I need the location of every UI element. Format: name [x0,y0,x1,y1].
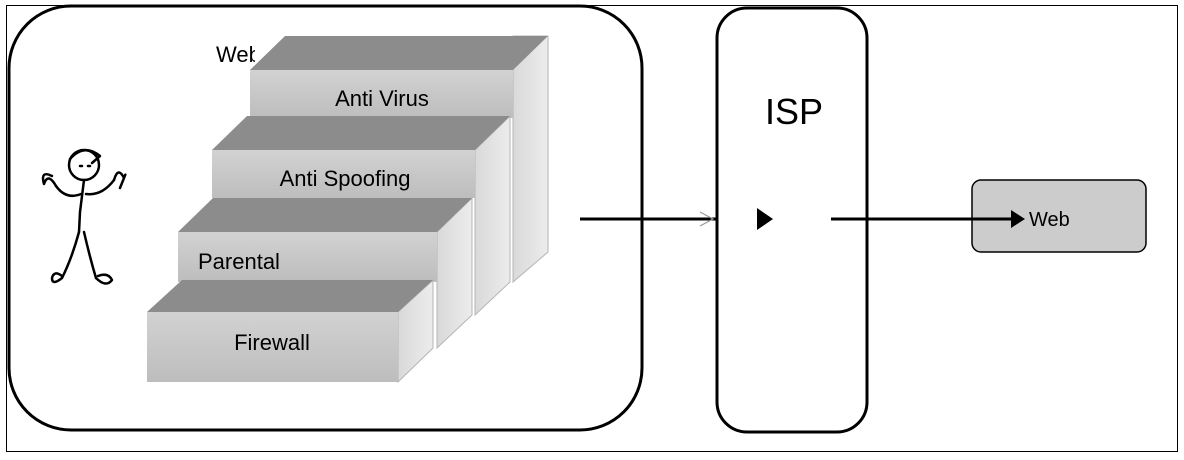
anti-virus-label: Anti Virus [335,86,429,111]
page-frame [6,5,1178,452]
step-anti-virus-front [250,70,513,118]
step-anti-spoofing-front [212,150,475,198]
parental-label: Parental [198,249,280,274]
step-anti-virus-top [250,36,548,70]
anti-spoofing-label: Anti Spoofing [280,166,411,191]
step-anti-spoofing-side [474,114,511,317]
step-parental-top [178,198,472,232]
step-anti-spoofing: Anti Spoofing [212,114,511,317]
step-anti-virus-side [512,35,549,284]
step-firewall-front [147,312,398,382]
step-anti-virus: Anti Virus [250,35,549,284]
stick-figure-icon [41,148,127,285]
isp-arrow-head [757,208,773,230]
step-firewall-top [147,280,433,312]
step-parental-front [178,232,437,282]
web-box [971,179,1147,253]
isp-arrow-gap [735,200,830,240]
isp-label: ISP [765,91,823,132]
isp-to-web-arrow [831,179,1147,253]
firewall-label: Firewall [234,330,310,355]
hidden-web-label: Web [216,42,261,67]
step-parental-side [436,196,473,350]
step-firewall: Firewall [147,278,434,384]
step-anti-spoofing-top [212,116,510,150]
web-label: Web [1029,209,1070,231]
step-parental: Parental [178,196,473,350]
